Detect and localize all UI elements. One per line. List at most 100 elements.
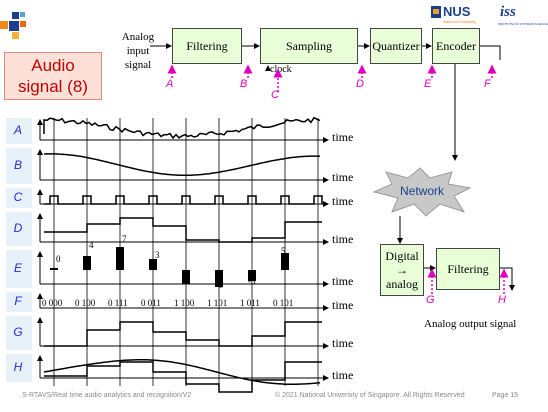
binary-code-3: 0 011 (141, 298, 161, 308)
row-band-f (6, 292, 32, 312)
waveform-c-clock (44, 195, 323, 205)
quantizer-block: Quantizer (370, 28, 422, 64)
quantized-bar-3 (149, 259, 157, 270)
nus-logo-subtext: National University (443, 19, 477, 24)
quantized-bar-6 (248, 270, 256, 281)
row-letter-b: B (13, 158, 22, 172)
waveform-d-hold (44, 217, 322, 243)
sample-value-0: 0 (56, 254, 61, 264)
nus-logo: NUS National University (431, 4, 491, 30)
slide-title: Audio signal (8) (4, 52, 102, 100)
quantized-bar-1 (83, 256, 91, 270)
analog-output-label: Analog output signal (424, 318, 517, 330)
time-label-a: time (332, 130, 354, 144)
line-encoder-out (480, 45, 501, 60)
row-letter-c: C (13, 190, 23, 204)
dac-line1: Digital (385, 249, 419, 263)
row-letter-h: H (13, 360, 23, 374)
analog-input-label-line1: Analog (121, 31, 155, 43)
arrow-filter-output (500, 267, 515, 291)
stage-letter-f: F (484, 78, 491, 90)
quantized-bar-0 (50, 268, 58, 270)
nus-crest-icon (431, 6, 441, 18)
quantized-bar-5 (215, 270, 223, 287)
analog-input-label-line2: input (126, 45, 150, 57)
footer-course: S-RTAVS/Real time audio analytics and re… (22, 392, 192, 399)
row-band-d (6, 212, 32, 246)
binary-code-4: 1 100 (174, 298, 195, 308)
row-letter-e: E (13, 261, 22, 275)
footer-page-number: Page 15 (492, 392, 519, 399)
sample-value-5: -5 (215, 280, 223, 290)
stage-letter-b: B (240, 78, 248, 90)
network-label: Network (399, 184, 444, 198)
row-letter-g: G (13, 325, 23, 339)
output-filtering-block: Filtering (436, 248, 500, 290)
quantized-bar-2 (116, 247, 124, 270)
quantizer-block-label: Quantizer (372, 38, 420, 53)
stage-letter-h: H (498, 294, 506, 306)
dac-arrow-icon: → (396, 263, 408, 277)
binary-code-0: 0 000 (42, 298, 63, 308)
row-letter-d: D (13, 221, 23, 235)
quantized-bar-4 (182, 270, 190, 284)
binary-code-2: 0 111 (108, 298, 128, 308)
quantized-bar-7 (281, 253, 289, 270)
binary-code-1: 0 100 (75, 298, 96, 308)
sample-value-2: 7 (122, 234, 127, 244)
filtering-block-label: Filtering (186, 38, 228, 53)
encoder-block: Encoder (432, 28, 480, 64)
time-label-h: time (332, 368, 354, 382)
time-label-e: time (332, 274, 354, 288)
row-band-g (6, 316, 32, 350)
row-band-a (6, 118, 32, 144)
output-filtering-label: Filtering (447, 261, 489, 276)
time-label-g: time (332, 336, 354, 350)
slide-title-line1: Audio (31, 56, 75, 75)
iss-logo: iss INSTITUTE OF SYSTEMS SCIENCE (498, 4, 548, 30)
waveform-h-steps (44, 361, 322, 393)
corner-decoration-icon (0, 12, 26, 39)
time-label-d: time (332, 232, 354, 246)
sample-value-6: -3 (248, 276, 256, 286)
encoder-block-label: Encoder (436, 38, 476, 53)
sample-value-7: 5 (281, 246, 286, 256)
binary-code-7: 0 101 (273, 298, 294, 308)
stage-letter-e: E (424, 78, 432, 90)
row-band-c (6, 188, 32, 208)
analog-input-label: Analog input signal (110, 30, 166, 72)
sampling-block: Sampling (260, 28, 358, 64)
slide-title-line2: signal (8) (18, 77, 88, 96)
sample-value-3: 3 (155, 250, 160, 260)
binary-code-6: 1 011 (240, 298, 260, 308)
time-label-b: time (332, 170, 354, 184)
row-band-h (6, 354, 32, 382)
binary-code-5: 1 101 (207, 298, 228, 308)
stage-letter-d: D (356, 78, 364, 90)
stage-letter-g: G (426, 294, 435, 306)
time-label-f: time (332, 298, 354, 312)
iss-logo-subtext: INSTITUTE OF SYSTEMS SCIENCE (498, 22, 548, 26)
waveform-h-smooth (43, 359, 321, 385)
sampling-block-label: Sampling (285, 38, 332, 53)
stage-letter-a: A (166, 78, 174, 90)
stage-letter-c: C (271, 89, 279, 101)
network-cloud: Network (370, 166, 474, 218)
iss-logo-text: iss (500, 4, 516, 20)
sample-value-1: 4 (89, 240, 94, 250)
row-band-e (6, 250, 32, 288)
row-letter-f: F (14, 294, 22, 308)
waveform-g (44, 321, 322, 347)
time-label-c: time (332, 194, 354, 208)
footer-copyright: © 2021 National University of Singapore.… (275, 392, 465, 399)
waveform-a (43, 116, 321, 140)
nus-logo-text: NUS (443, 4, 471, 19)
waveform-b (43, 153, 321, 177)
filtering-block: Filtering (172, 28, 242, 64)
sample-value-4: -4 (182, 276, 190, 286)
network-cloud-icon (372, 167, 472, 217)
row-letter-a: A (13, 123, 22, 137)
digital-to-analog-block: Digital → analog (380, 244, 424, 296)
